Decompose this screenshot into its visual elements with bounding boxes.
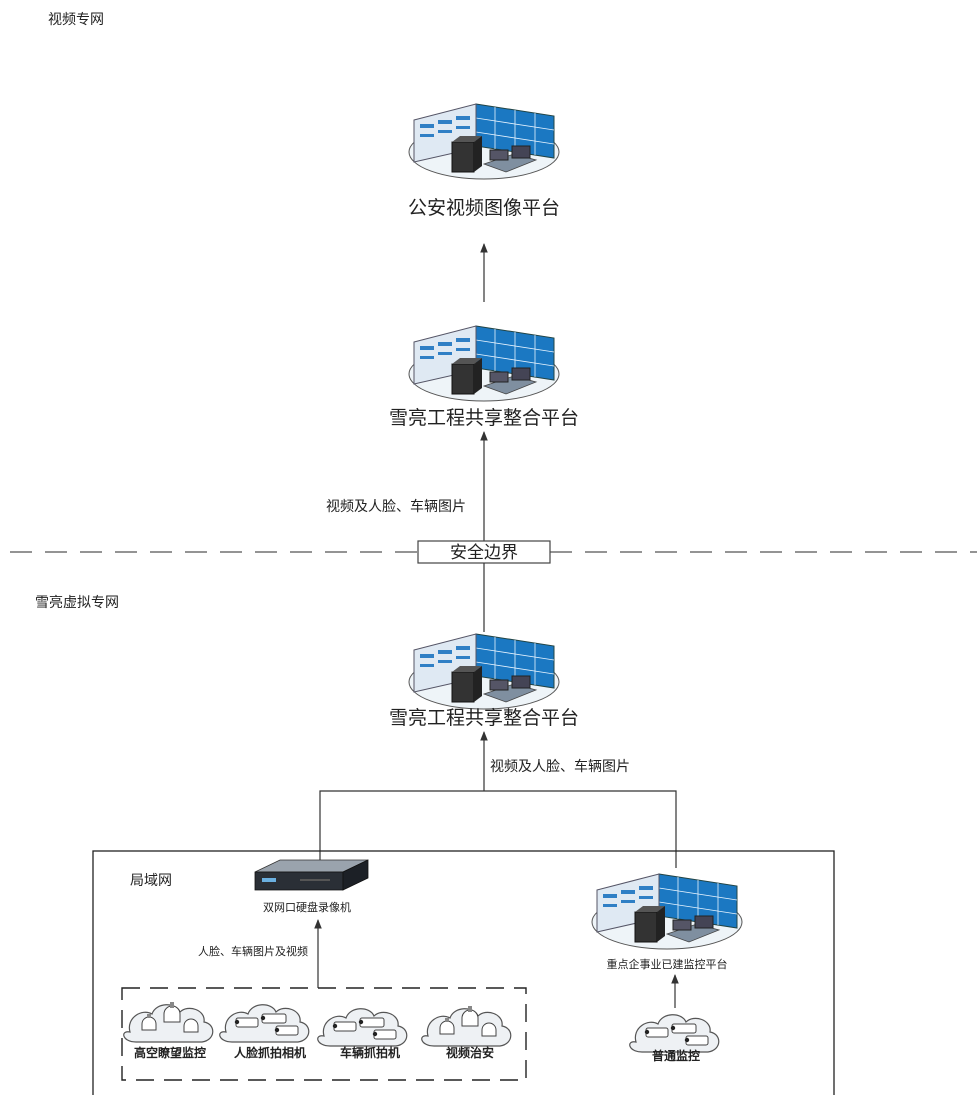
lan-boundary-box <box>92 850 835 1095</box>
enterprise-platform-icon <box>591 873 743 950</box>
camera-group-box <box>121 987 527 1081</box>
enterprise-platform-label: 重点企事业已建监控平台 <box>607 957 728 971</box>
edge-label-lower-flow: 视频及人脸、车辆图片 <box>490 758 630 775</box>
nvr-icon <box>254 859 369 891</box>
xueliang-lower-platform-label: 雪亮工程共享整合平台 <box>389 707 579 729</box>
lan-label: 局域网 <box>130 873 172 889</box>
xueliang-upper-platform-icon <box>408 325 560 402</box>
camera-group-label: 人脸抓拍相机 <box>234 1045 306 1060</box>
camera-cluster-icon <box>219 1004 310 1043</box>
ordinary-camera-label: 普通监控 <box>652 1048 700 1063</box>
nvr-label: 双网口硬盘录像机 <box>263 900 351 914</box>
camera-group-label: 视频治安 <box>446 1045 494 1060</box>
camera-cluster-icon <box>123 1001 214 1043</box>
zone-label-xueliang-vpn: 雪亮虚拟专网 <box>35 594 119 611</box>
security-boundary-label: 安全边界 <box>450 543 518 563</box>
camera-cluster-icon <box>421 1005 512 1047</box>
edge-label-upper-flow: 视频及人脸、车辆图片 <box>326 498 466 515</box>
camera-group-label: 高空瞭望监控 <box>134 1045 206 1060</box>
zone-label-video-network: 视频专网 <box>48 12 104 28</box>
camera-cluster-icon <box>317 1008 408 1047</box>
ordinary-camera-icon <box>629 1014 720 1053</box>
police-platform-icon <box>408 103 560 180</box>
branch-connector <box>319 790 677 868</box>
edge-label-nvr-flow: 人脸、车辆图片及视频 <box>198 944 308 958</box>
xueliang-upper-platform-label: 雪亮工程共享整合平台 <box>389 407 579 429</box>
xueliang-lower-platform-icon <box>408 633 560 710</box>
camera-group-label: 车辆抓拍机 <box>340 1045 400 1060</box>
police-platform-label: 公安视频图像平台 <box>408 197 560 219</box>
